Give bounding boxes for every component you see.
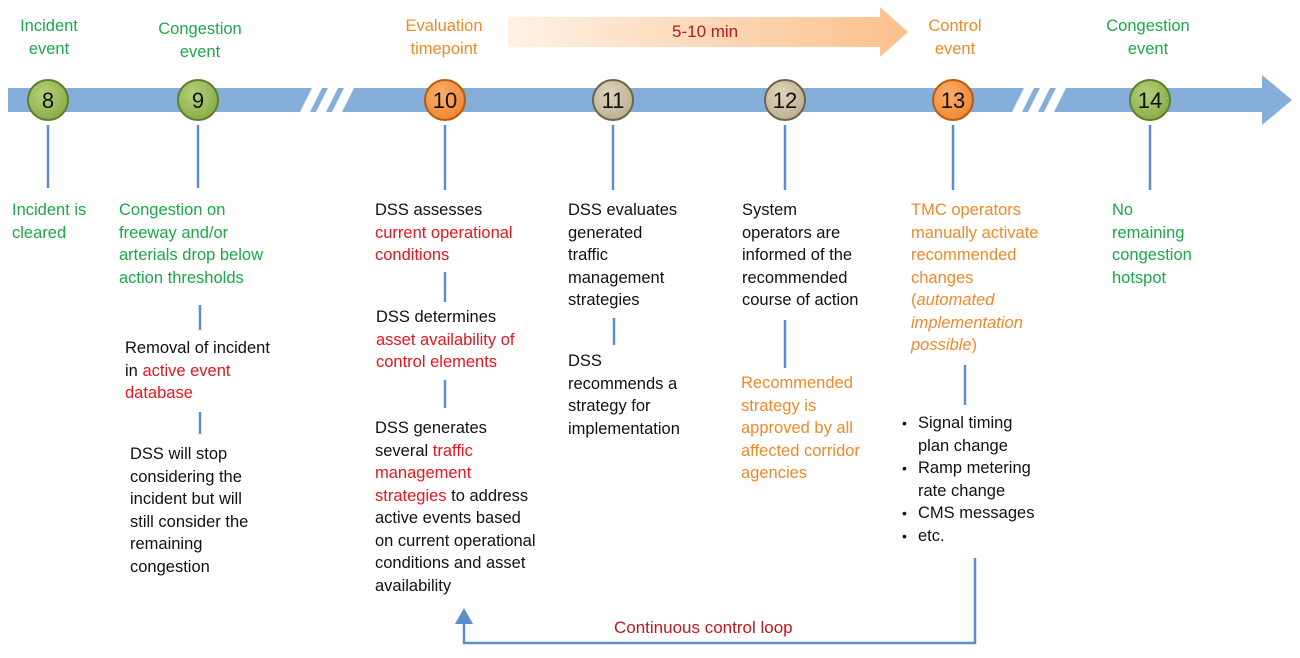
list-item: etc. [902, 525, 1034, 548]
node-9: 9 [177, 79, 219, 121]
control-loop-arrowhead [455, 608, 473, 624]
timeline-break-2 [1012, 88, 1066, 112]
connector-lines [46, 125, 1152, 434]
control-loop-line [462, 558, 977, 645]
node-11: 11 [592, 79, 634, 121]
node-label: 9 [192, 88, 204, 113]
node-label: 10 [433, 88, 457, 113]
timeline-break-1 [300, 88, 354, 112]
node-13: 13 [932, 79, 974, 121]
duration-label: 5-10 min [672, 22, 739, 41]
node-8: 8 [27, 79, 69, 121]
node-label: 8 [42, 88, 54, 113]
note-dss-generates: DSS generates several traffic management… [375, 419, 536, 595]
node-label: 14 [1138, 88, 1162, 113]
duration-banner-arrow [508, 7, 908, 57]
timeline-arrow [8, 75, 1292, 125]
note-removal-of-incident: Removal of incident in active event data… [125, 339, 270, 402]
node-label: 11 [602, 88, 625, 113]
node-label: 12 [773, 88, 797, 113]
node-label: 13 [941, 88, 965, 113]
node-14: 14 [1129, 79, 1171, 121]
node-12: 12 [764, 79, 806, 121]
control-loop-label: Continuous control loop [614, 618, 793, 637]
list-item: CMS messages [902, 502, 1035, 525]
node-10: 10 [424, 79, 466, 121]
